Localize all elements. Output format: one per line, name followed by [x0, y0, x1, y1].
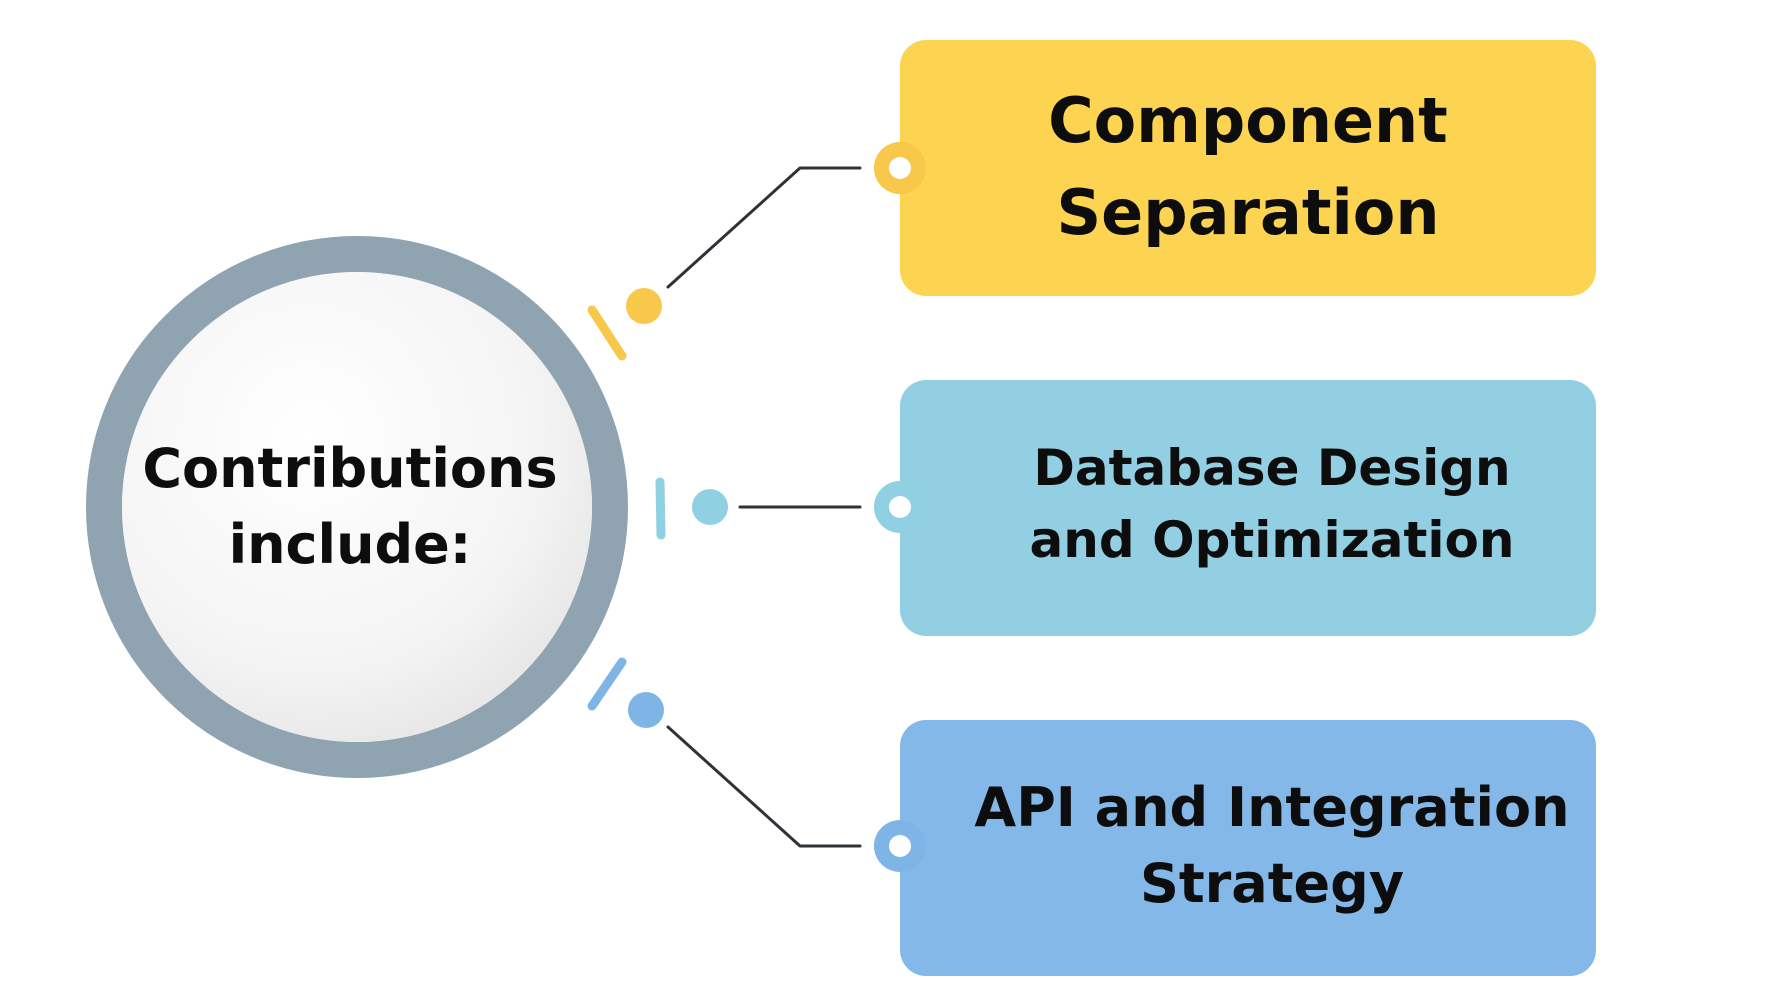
connector-1-dash	[587, 305, 627, 361]
connector-3-dash	[587, 657, 627, 711]
connector-1-line	[666, 166, 862, 289]
card-3-hook-hole	[889, 835, 911, 857]
connector-1-dot	[626, 288, 662, 324]
connector-1	[587, 166, 862, 361]
card-3-label-line1: API and Integration	[974, 776, 1569, 839]
hub-face	[122, 272, 592, 742]
hub-label-line1: Contributions	[142, 437, 557, 500]
connector-2	[655, 477, 862, 540]
connector-3-dot	[628, 692, 664, 728]
card-database-design: Database Design and Optimization	[874, 380, 1596, 636]
card-component-separation: Component Separation	[874, 40, 1596, 296]
card-1-label-line1: Component	[1048, 84, 1448, 157]
connector-3-line	[666, 725, 862, 848]
connector-2-dash	[655, 477, 666, 540]
hub-ring	[86, 236, 628, 778]
card-2-box	[900, 380, 1596, 636]
connector-3	[587, 657, 862, 848]
card-2-label-line2: and Optimization	[1030, 511, 1515, 569]
connector-2-dot	[692, 489, 728, 525]
hub-label-line2: include:	[229, 513, 472, 576]
card-3-label-line2: Strategy	[1140, 852, 1404, 915]
card-1-hook-hole	[889, 157, 911, 179]
card-3-box	[900, 720, 1596, 976]
card-1-label-line2: Separation	[1057, 176, 1440, 249]
card-2-hook-hole	[889, 496, 911, 518]
hub: Contributions include:	[86, 236, 628, 778]
card-api-integration: API and Integration Strategy	[874, 720, 1596, 976]
card-2-label-line1: Database Design	[1033, 439, 1510, 497]
card-1-box	[900, 40, 1596, 296]
